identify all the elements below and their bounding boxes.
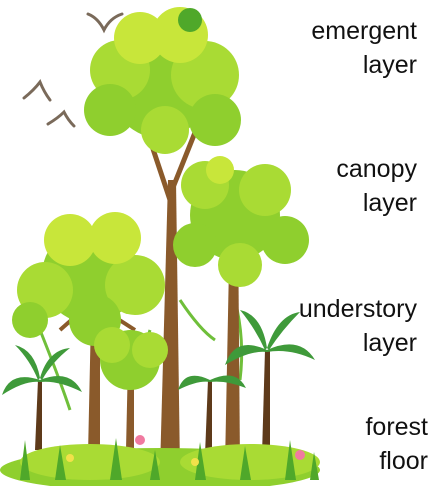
understory-layer-label: understory layer — [299, 292, 417, 360]
bird-icon — [24, 82, 50, 100]
emergent-crown — [84, 7, 241, 154]
label-line: canopy — [336, 152, 417, 186]
forest-floor — [0, 435, 320, 486]
bird-icon — [48, 112, 74, 126]
label-line: floor — [365, 444, 428, 478]
flower-icon — [295, 450, 305, 460]
label-line: layer — [336, 186, 417, 220]
emergent-layer-label: emergent layer — [311, 14, 417, 82]
palms — [2, 310, 315, 455]
label-line: layer — [311, 48, 417, 82]
label-line: layer — [299, 326, 417, 360]
small-tree — [94, 327, 168, 450]
label-line: emergent — [311, 14, 417, 48]
label-line: understory — [299, 292, 417, 326]
canopy-layer-label: canopy layer — [336, 152, 417, 220]
forest-floor-label: forest floor — [365, 410, 428, 478]
flower-icon — [66, 454, 74, 462]
label-line: forest — [365, 410, 428, 444]
palm-icon — [2, 345, 82, 450]
flower-icon — [135, 435, 145, 445]
flower-icon — [191, 458, 199, 466]
